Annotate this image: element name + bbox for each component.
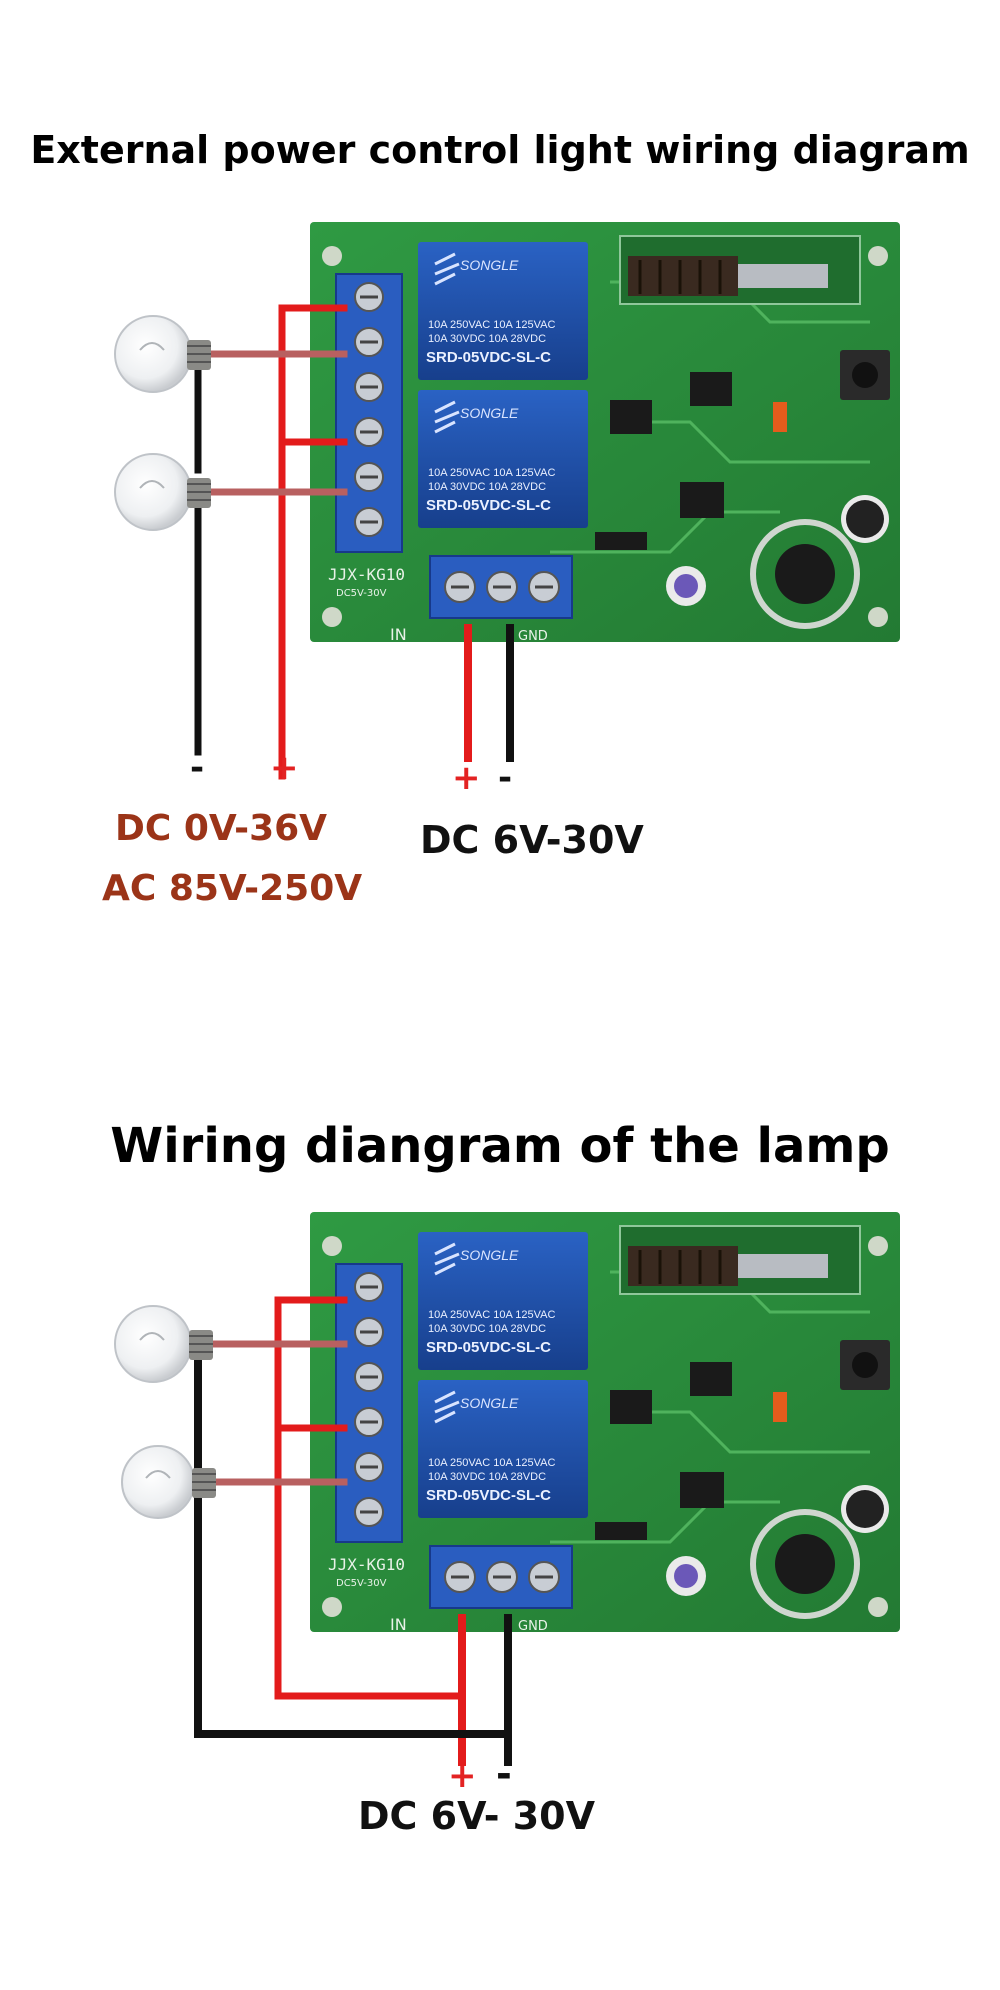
svg-text:IN: IN xyxy=(390,625,407,644)
supply-2-voltage-label: DC 6V- 30V xyxy=(358,1794,596,1838)
screw-terminal-icon xyxy=(335,1263,403,1543)
svg-text:10A 30VDC 10A 28VDC: 10A 30VDC 10A 28VDC xyxy=(428,1323,546,1335)
diagram-1-wires xyxy=(194,304,514,780)
light-bulb-icon xyxy=(121,1445,216,1519)
svg-text:10A 30VDC 10A 28VDC: 10A 30VDC 10A 28VDC xyxy=(428,1471,546,1483)
light-bulb-icon xyxy=(114,315,211,393)
svg-text:GND: GND xyxy=(518,629,548,644)
screw-terminal-icon xyxy=(335,273,403,553)
screw-terminal-icon xyxy=(429,1545,573,1609)
load-minus-label: - xyxy=(190,748,205,788)
relay-icon: SONGLE 10A 250VAC 10A 125VAC 10A 30VDC 1… xyxy=(418,242,588,380)
supply-2-minus-label: - xyxy=(496,1752,512,1796)
screw-terminal-icon xyxy=(429,555,573,619)
svg-text:SRD-05VDC-SL-C: SRD-05VDC-SL-C xyxy=(426,349,551,366)
supply-plus-label: + xyxy=(452,758,481,798)
svg-text:10A 250VAC 10A 125VAC: 10A 250VAC 10A 125VAC xyxy=(428,467,555,479)
svg-text:SRD-05VDC-SL-C: SRD-05VDC-SL-C xyxy=(426,1339,551,1356)
supply-minus-label: - xyxy=(498,758,513,798)
svg-text:JJX-KG10: JJX-KG10 xyxy=(328,565,405,584)
svg-text:10A 250VAC 10A 125VAC: 10A 250VAC 10A 125VAC xyxy=(428,319,555,331)
relay-board-1: SONGLE 10A 250VAC 10A 125VAC 10A 30VDC 1… xyxy=(310,222,900,644)
svg-text:10A 250VAC 10A 125VAC: 10A 250VAC 10A 125VAC xyxy=(428,1309,555,1321)
svg-text:10A 30VDC 10A 28VDC: 10A 30VDC 10A 28VDC xyxy=(428,333,546,345)
svg-text:10A 250VAC 10A 125VAC: 10A 250VAC 10A 125VAC xyxy=(428,1457,555,1469)
svg-text:GND: GND xyxy=(518,1619,548,1634)
svg-text:SONGLE: SONGLE xyxy=(460,257,519,273)
relay-icon: SONGLE 10A 250VAC 10A 125VAC 10A 30VDC 1… xyxy=(418,1232,588,1370)
svg-text:10A 30VDC 10A 28VDC: 10A 30VDC 10A 28VDC xyxy=(428,481,546,493)
svg-text:DC5V-30V: DC5V-30V xyxy=(336,588,387,599)
light-bulb-icon xyxy=(114,1305,213,1383)
load-voltage-dc: DC 0V-36V xyxy=(115,808,328,849)
svg-text:JJX-KG10: JJX-KG10 xyxy=(328,1555,405,1574)
diagram-2-title: Wiring diangram of the lamp xyxy=(110,1118,890,1174)
svg-text:SRD-05VDC-SL-C: SRD-05VDC-SL-C xyxy=(426,497,551,514)
svg-text:DC5V-30V: DC5V-30V xyxy=(336,1578,387,1589)
load-voltage-ac: AC 85V-250V xyxy=(102,868,363,909)
supply-2-plus-label: + xyxy=(448,1756,477,1796)
svg-text:SONGLE: SONGLE xyxy=(460,1247,519,1263)
svg-text:SONGLE: SONGLE xyxy=(460,405,519,421)
svg-text:SRD-05VDC-SL-C: SRD-05VDC-SL-C xyxy=(426,1487,551,1504)
light-bulb-icon xyxy=(114,453,211,531)
diagram-1-title: External power control light wiring diag… xyxy=(30,128,970,172)
relay-icon: SONGLE 10A 250VAC 10A 125VAC 10A 30VDC 1… xyxy=(418,390,588,528)
svg-text:SONGLE: SONGLE xyxy=(460,1395,519,1411)
relay-board-2: SONGLE 10A 250VAC 10A 125VAC 10A 30VDC 1… xyxy=(310,1212,900,1634)
svg-text:IN: IN xyxy=(390,1615,407,1634)
supply-voltage-label: DC 6V-30V xyxy=(420,818,644,862)
relay-icon: SONGLE 10A 250VAC 10A 125VAC 10A 30VDC 1… xyxy=(418,1380,588,1518)
load-plus-label: + xyxy=(270,748,299,788)
